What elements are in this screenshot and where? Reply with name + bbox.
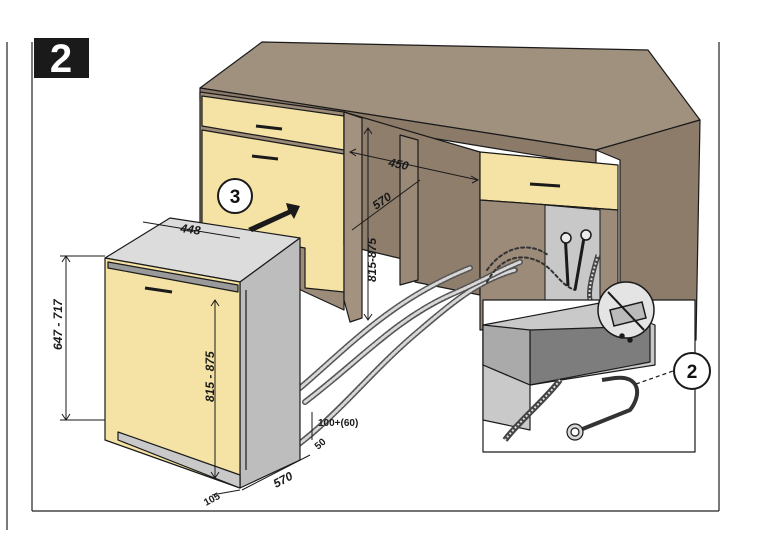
step-number: 2 [50, 37, 72, 81]
detail-inset [482, 299, 696, 453]
plinth-height-label: 100+(60) [318, 418, 358, 429]
step-badge: 2 [34, 37, 89, 81]
appliance-height-left-label: 647 - 717 [51, 298, 65, 350]
dishwasher [104, 217, 301, 489]
callout-3: 3 [217, 178, 253, 214]
no-water-icon [597, 281, 655, 343]
plinth-offset-label: 50 [313, 436, 329, 452]
hoses [257, 246, 576, 473]
hose-icon [587, 254, 601, 301]
appliance-width-label: 448 [179, 221, 202, 238]
callout-2-label: 2 [687, 362, 698, 383]
dimension-lines [60, 127, 480, 496]
arrow-icon [248, 203, 300, 232]
appliance-height-front-label: 815 - 875 [203, 351, 217, 402]
frame [6, 42, 720, 530]
niche-width-label: 450 [386, 155, 410, 173]
tap-icon [560, 229, 592, 291]
callout-2: 2 [673, 352, 711, 390]
niche-height-label: 815-875 [365, 238, 379, 282]
callout-3-label: 3 [230, 187, 241, 208]
